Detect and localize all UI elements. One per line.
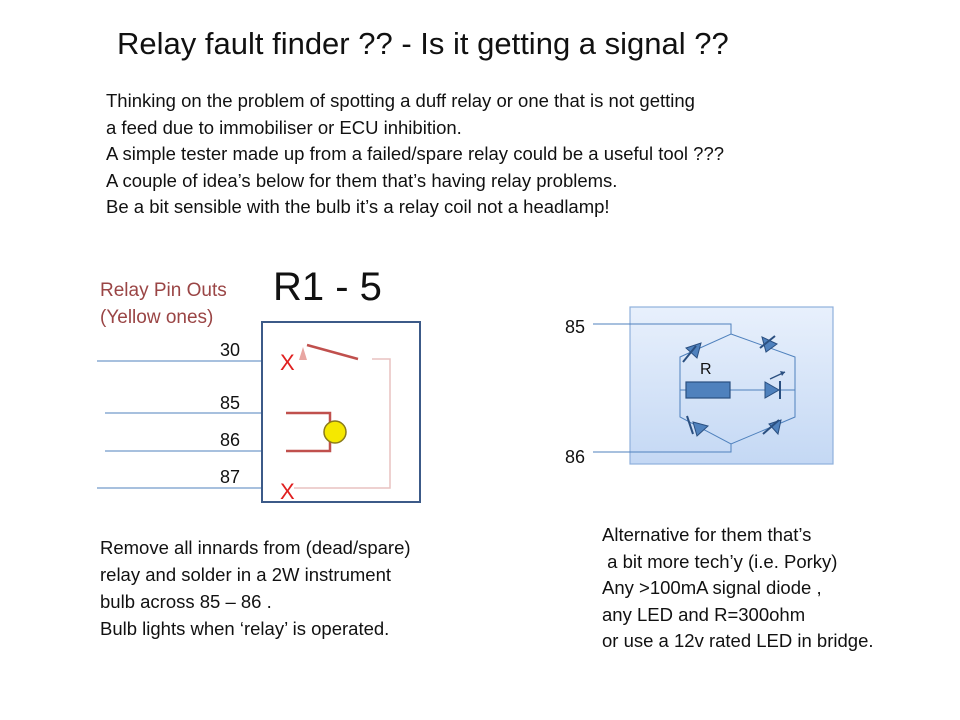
relay-id-label: R1 - 5 <box>273 265 382 309</box>
removed-contact-mark: X <box>280 479 295 504</box>
note-line: Any >100mA signal diode , <box>602 577 822 598</box>
bulb-tester-note: Remove all innards from (dead/spare) rel… <box>100 534 411 642</box>
pin-outs-heading-line: Relay Pin Outs <box>100 280 227 301</box>
note-line: Alternative for them that’s <box>602 524 812 545</box>
pin-outs-heading: Relay Pin Outs (Yellow ones) <box>100 277 227 331</box>
relay-case <box>261 321 421 503</box>
pin-label-86: 86 <box>220 430 241 450</box>
diode-icon <box>762 419 782 436</box>
resistor-label: R <box>700 361 712 378</box>
pin-outs-heading-line: (Yellow ones) <box>100 307 214 328</box>
page-title: Relay fault finder ?? - Is it getting a … <box>117 26 729 61</box>
bridge-diagram <box>593 306 834 465</box>
switch-arm <box>306 343 359 361</box>
bulb-icon <box>323 420 347 444</box>
bridge-ring <box>679 333 796 445</box>
contact-path <box>294 358 391 489</box>
intro-line: Be a bit sensible with the bulb it’s a r… <box>106 196 610 217</box>
intro-line: A couple of idea’s below for them that’s… <box>106 169 618 191</box>
removed-contact-mark: X <box>280 350 295 375</box>
switch-contact-icon <box>299 347 307 360</box>
led-tester-note: Alternative for them that’s a bit more t… <box>602 522 874 655</box>
diode-icon <box>686 415 710 437</box>
note-line: a bit more tech’y (i.e. Porky) <box>602 550 838 572</box>
bridge-pin-label-85: 85 <box>565 317 586 337</box>
intro-line: Thinking on the problem of spotting a du… <box>106 90 695 111</box>
diode-icon <box>759 335 778 353</box>
led-icon <box>764 371 786 399</box>
note-line: Remove all innards from (dead/spare) <box>100 537 411 558</box>
note-line: relay and solder in a 2W instrument <box>100 564 391 585</box>
note-line: or use a 12v rated LED in bridge. <box>602 630 874 651</box>
diode-icon <box>682 342 702 363</box>
bridge-lead-86 <box>593 444 732 453</box>
note-line: Bulb lights when ‘relay’ is operated. <box>100 618 390 639</box>
note-line: bulb across 85 – 86 . <box>100 591 272 612</box>
bridge-lead-85 <box>593 323 732 334</box>
bridge-pin-label-86: 86 <box>565 447 586 467</box>
relay-diagram <box>97 321 421 503</box>
note-line: any LED and R=300ohm <box>602 603 806 625</box>
intro-line: a feed due to immobiliser or ECU inhibit… <box>106 116 462 138</box>
intro-line: A simple tester made up from a failed/sp… <box>106 143 725 164</box>
resistor-icon <box>685 381 731 399</box>
pin-label-87: 87 <box>220 467 241 487</box>
pin-label-30: 30 <box>220 340 241 360</box>
pin-label-85: 85 <box>220 393 241 413</box>
intro-text: Thinking on the problem of spotting a du… <box>106 88 724 221</box>
